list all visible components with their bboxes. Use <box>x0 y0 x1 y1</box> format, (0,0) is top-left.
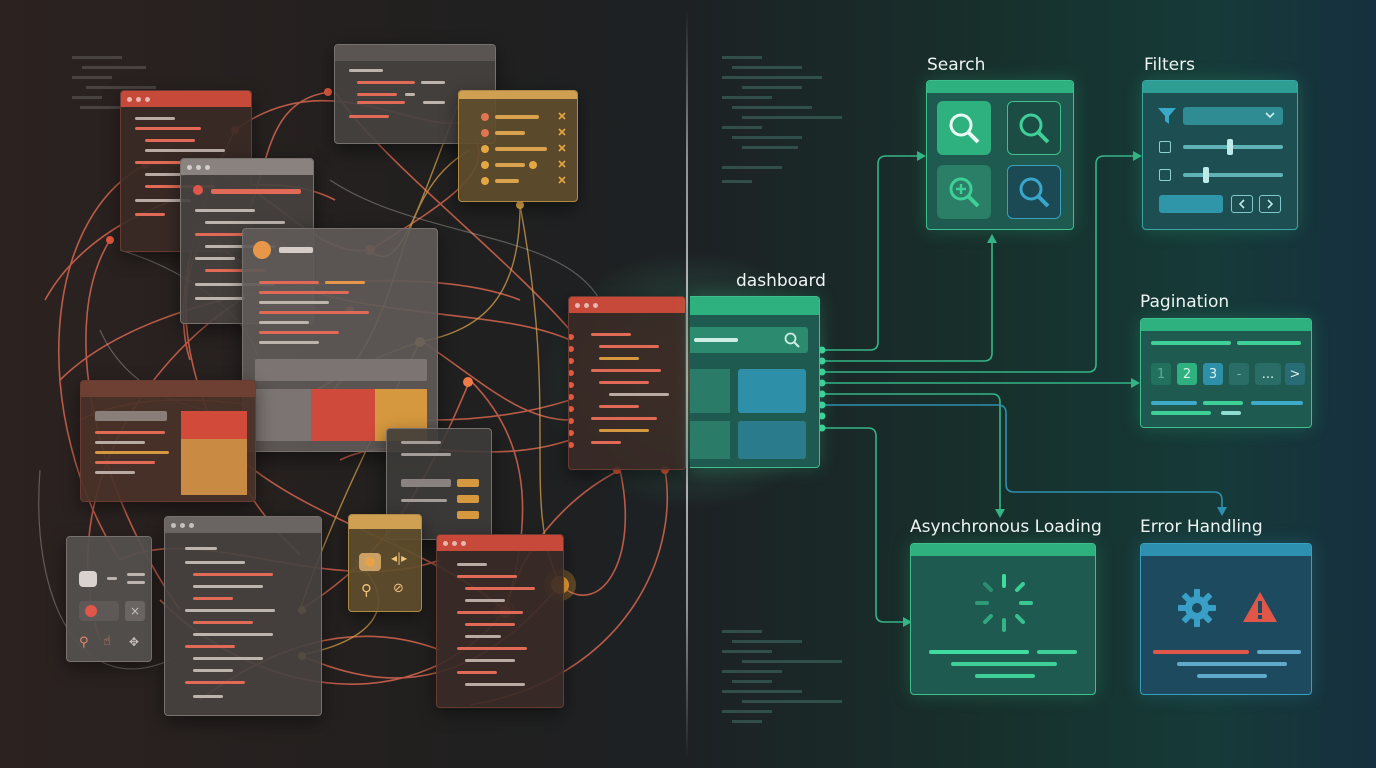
checklist-icon <box>481 112 566 185</box>
checkbox-icon <box>1159 141 1171 153</box>
error-handling-window <box>1140 543 1312 695</box>
content-block <box>181 411 247 439</box>
magnifier-icon <box>784 332 800 348</box>
page-button-3[interactable]: 3 <box>1203 363 1223 385</box>
magnifier-icon <box>1019 177 1050 208</box>
dashboard-ports <box>818 346 826 432</box>
code-window-red-main <box>568 296 686 470</box>
dashboard-tile <box>690 369 730 413</box>
toggle-icon <box>79 571 97 587</box>
main-window-grey <box>242 228 438 452</box>
content-block <box>255 359 427 381</box>
checkbox-icon <box>1159 169 1171 181</box>
record-icon <box>359 553 381 571</box>
pagination-label: Pagination <box>1140 292 1230 312</box>
content-block <box>311 389 375 441</box>
split-icon: ◂|▸ <box>391 551 408 565</box>
page-button-2[interactable]: 2 <box>1177 363 1197 385</box>
funnel-icon <box>1158 108 1176 124</box>
page-button-1[interactable]: 1 <box>1151 363 1171 385</box>
page-button-dash[interactable]: - <box>1229 363 1249 385</box>
filter-dropdown <box>1183 107 1283 125</box>
chevron-right-icon <box>1259 195 1281 213</box>
search-window <box>926 80 1074 230</box>
code-window-red-2 <box>436 534 564 708</box>
content-block <box>181 439 247 495</box>
filters-window <box>1142 80 1298 230</box>
dashboard-tile <box>690 421 730 459</box>
content-block <box>255 389 311 441</box>
slider-icon <box>1183 167 1283 183</box>
status-dot <box>193 185 203 195</box>
avatar <box>253 241 271 259</box>
close-icon: × <box>125 601 145 621</box>
dashboard-label: dashboard <box>736 271 826 291</box>
error-handling-label: Error Handling <box>1140 517 1263 537</box>
magnifier-icon <box>1019 113 1050 144</box>
dashboard-tile <box>738 369 806 413</box>
pointer-icon: ☝ <box>103 634 111 649</box>
arrowheads <box>903 151 1227 627</box>
async-loading-window <box>910 543 1096 695</box>
spinner-icon <box>975 574 1033 632</box>
move-icon: ✥ <box>129 635 140 649</box>
center-divider <box>686 10 688 758</box>
page-ellipsis: ... <box>1255 363 1281 385</box>
list-window-amber <box>458 90 578 202</box>
user-icon: ⚲ <box>79 635 89 650</box>
dashboard-window <box>690 296 820 468</box>
warning-icon <box>1243 592 1277 622</box>
tools-window-amber: ◂|▸ ⚲ ⊘ <box>348 514 422 612</box>
filters-label: Filters <box>1144 55 1195 75</box>
search-option <box>1007 165 1061 219</box>
magnifier-icon <box>949 113 980 144</box>
chevron-down-icon <box>1265 112 1275 119</box>
record-button <box>79 601 119 621</box>
gear-icon <box>1178 589 1216 627</box>
code-window-grey-2 <box>164 516 322 716</box>
pagination-window: 1 2 3 - ... > <box>1140 318 1312 428</box>
hidden-icon: ⊘ <box>393 581 404 596</box>
search-label: Search <box>927 55 986 75</box>
controls-window: × ⚲ ☝ ✥ <box>66 536 152 662</box>
dashboard-search-bar <box>690 327 808 353</box>
panel-window-red <box>80 380 256 502</box>
flow-connectors <box>822 155 1223 623</box>
zoom-in-icon <box>949 177 980 208</box>
search-option <box>1007 101 1061 155</box>
chevron-left-icon <box>1231 195 1253 213</box>
window-ports <box>569 334 574 448</box>
zoom-icon: ⚲ <box>361 581 372 599</box>
search-option-active <box>937 101 991 155</box>
dashboard-tile <box>738 421 806 459</box>
search-option <box>937 165 991 219</box>
page-next-button[interactable]: > <box>1285 363 1305 385</box>
slider-icon <box>1183 139 1283 155</box>
apply-filter-bar <box>1159 195 1223 213</box>
async-loading-label: Asynchronous Loading <box>910 517 1102 537</box>
